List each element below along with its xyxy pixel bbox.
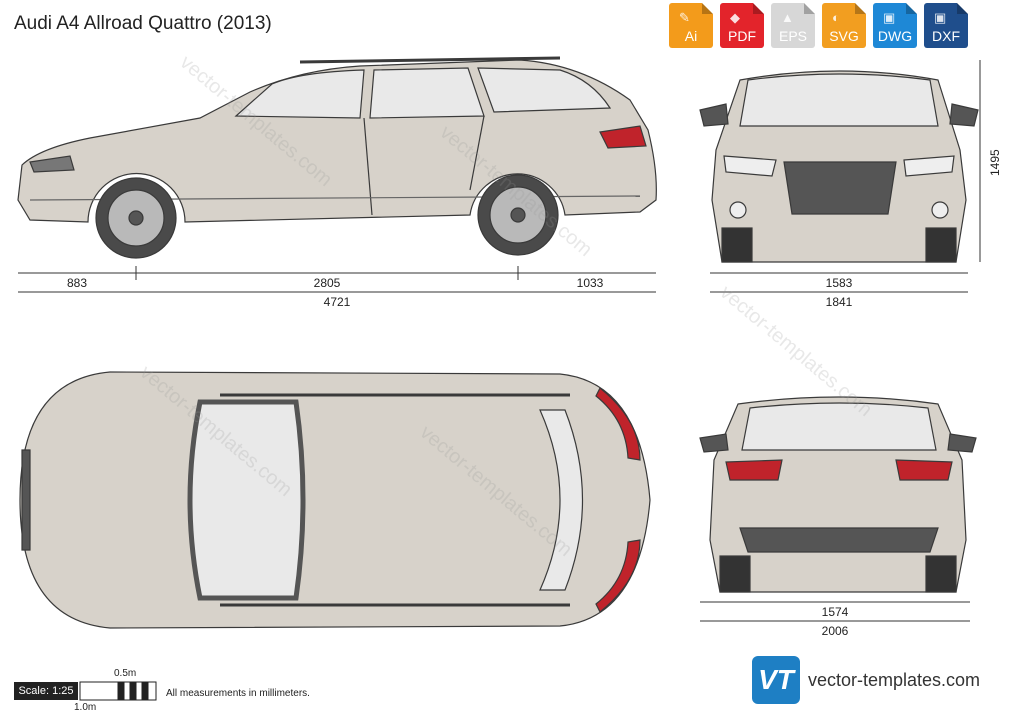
front-view <box>699 70 979 263</box>
width-mirrors-label: 2006 <box>821 624 849 638</box>
side-door-line <box>363 117 373 216</box>
file-corner-icon <box>906 3 917 14</box>
front-right-mirror <box>949 103 979 127</box>
rear-track-label: 1574 <box>821 605 849 619</box>
format-dxf-label: DXF <box>932 28 960 44</box>
top-view <box>19 371 651 629</box>
rear-window <box>741 402 937 451</box>
scale-bar <box>79 681 157 701</box>
side-middle-window <box>369 67 485 119</box>
front-right-tire <box>925 227 957 263</box>
side-view <box>17 56 657 259</box>
front-windshield <box>739 73 939 127</box>
format-ai-label: Ai <box>684 28 698 44</box>
wheelbase-label: 2805 <box>313 276 341 290</box>
front-overhang-label: 883 <box>66 276 88 290</box>
top-rear-window <box>539 409 584 591</box>
front-left-headlight <box>723 155 777 177</box>
format-dxf[interactable]: ▣ DXF <box>924 3 968 48</box>
format-dwg-label: DWG <box>877 28 913 44</box>
front-left-tire <box>721 227 753 263</box>
illustrator-icon: ✎ <box>679 10 690 25</box>
top-windshield <box>187 399 306 601</box>
rear-left-tire <box>719 555 751 593</box>
side-headlight <box>29 155 75 173</box>
top-left-taillight <box>595 387 641 461</box>
eps-icon: ▲ <box>781 10 794 25</box>
rear-left-mirror <box>699 433 729 453</box>
file-corner-icon <box>804 3 815 14</box>
brand-logo[interactable]: VT <box>752 656 800 704</box>
scale-label: Scale: 1:25 <box>14 682 78 700</box>
side-front-window <box>234 69 365 119</box>
front-right-fog <box>931 201 949 219</box>
format-eps-label: EPS <box>778 28 807 44</box>
scale-half-label: 0.5m <box>114 668 137 679</box>
format-eps[interactable]: ▲ EPS <box>771 3 815 48</box>
rear-right-taillight <box>895 459 953 481</box>
dimension-lines <box>18 60 981 622</box>
top-body <box>19 371 651 629</box>
rear-view <box>699 396 977 593</box>
format-pdf[interactable]: ◆ PDF <box>720 3 764 48</box>
rear-diffuser <box>739 527 939 553</box>
format-svg[interactable]: ◐ SVG <box>822 3 866 48</box>
rear-right-mirror <box>947 433 977 453</box>
units-note: All measurements in millimeters. <box>166 688 310 699</box>
format-dwg[interactable]: ▣ DWG <box>873 3 917 48</box>
rear-overhang-label: 1033 <box>576 276 604 290</box>
side-rear-window <box>477 67 612 113</box>
dwg-icon: ▣ <box>883 10 896 25</box>
file-corner-icon <box>702 3 713 14</box>
side-roof-rail <box>299 56 561 64</box>
side-taillight <box>599 125 647 149</box>
file-corner-icon <box>753 3 764 14</box>
length-label: 4721 <box>323 295 351 309</box>
front-right-headlight <box>903 155 955 177</box>
front-left-fog <box>729 201 747 219</box>
file-corner-icon <box>957 3 968 14</box>
rear-left-taillight <box>725 459 783 481</box>
front-left-mirror <box>699 103 729 127</box>
side-front-hub <box>128 210 144 226</box>
side-rear-door-line <box>469 115 485 191</box>
top-grille <box>21 449 31 551</box>
file-corner-icon <box>855 3 866 14</box>
front-grille <box>783 161 897 215</box>
rear-right-tire <box>925 555 957 593</box>
format-svg-label: SVG <box>829 28 859 44</box>
height-label: 1495 <box>988 149 1002 176</box>
front-track-label: 1583 <box>825 276 853 290</box>
dxf-icon: ▣ <box>934 10 947 25</box>
scale-full-label: 1.0m <box>74 702 97 713</box>
pdf-icon: ◆ <box>730 10 740 25</box>
brand-url[interactable]: vector-templates.com <box>808 670 981 690</box>
format-pdf-label: PDF <box>728 28 756 44</box>
page-title: Audi A4 Allroad Quattro (2013) <box>14 13 272 34</box>
width-front-label: 1841 <box>825 295 853 309</box>
svg-icon: ◐ <box>832 10 840 25</box>
format-ai[interactable]: ✎ Ai <box>669 3 713 48</box>
side-rear-hub <box>510 207 526 223</box>
format-badges: ✎ Ai ◆ PDF ▲ EPS ◐ SVG ▣ DWG ▣ DXF <box>669 3 968 48</box>
top-right-taillight <box>595 539 641 613</box>
